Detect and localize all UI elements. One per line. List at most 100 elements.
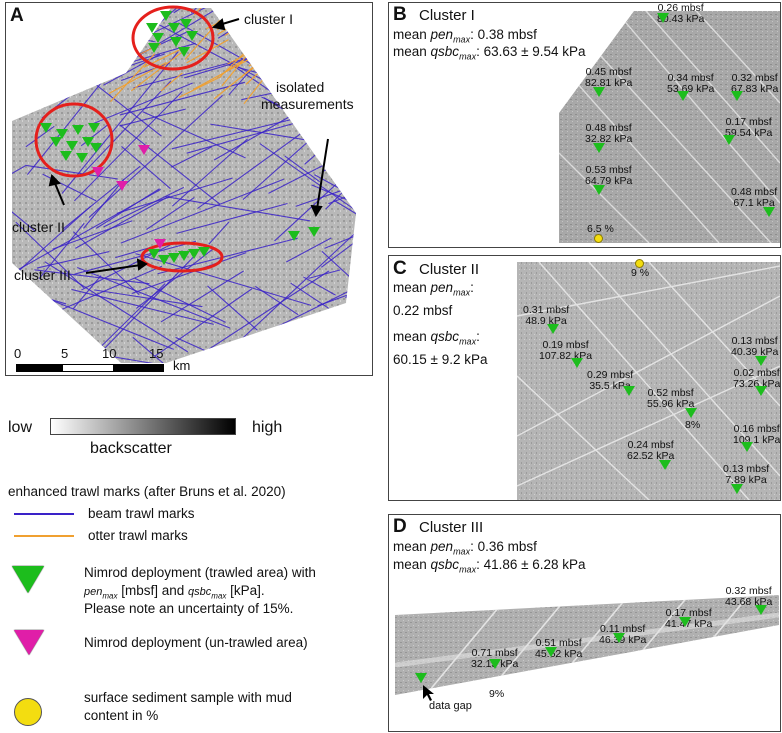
beam-trawl-line <box>72 231 140 296</box>
beam-trawl-line <box>145 8 235 38</box>
legend-yellow-circle-icon <box>14 698 42 726</box>
panel-b-letter: B <box>393 4 407 25</box>
point-qsbc: 67.1 kPa <box>733 197 775 209</box>
legend-sediment-1: surface sediment sample with mud <box>84 690 292 705</box>
scalebar: 0 5 10 15 km <box>14 346 372 374</box>
nimrod-trawled-marker <box>146 23 158 33</box>
nimrod-trawled-marker <box>489 659 501 669</box>
beam-trawl-line <box>176 202 288 234</box>
beam-trawl-line <box>131 252 247 295</box>
beam-trawl-line <box>34 269 150 285</box>
scalebar-tick-0: 0 <box>14 346 22 361</box>
nimrod-untrawled-marker <box>116 181 128 191</box>
point-qsbc: 80.43 kPa <box>657 13 705 25</box>
legend-magenta-triangle-icon <box>14 630 44 655</box>
panel-d-pen: mean penmax: 0.36 mbsf <box>393 539 537 557</box>
nimrod-trawled-marker <box>40 123 52 133</box>
nimrod-trawled-marker <box>288 231 300 241</box>
point-qsbc: 40.39 kPa <box>731 346 779 358</box>
panel-c-mud-top-label: 9 % <box>631 267 650 279</box>
beam-trawl-line <box>146 197 195 230</box>
beam-trawl-line <box>44 261 189 353</box>
beam-trawl-line <box>77 267 231 329</box>
survey-area <box>12 8 356 363</box>
nimrod-trawled-marker <box>158 255 170 265</box>
panel-c: C Cluster II mean penmax:0.22 mbsf mean … <box>388 255 781 501</box>
legend-low: low <box>8 419 33 436</box>
nimrod-trawled-marker <box>160 11 172 21</box>
nimrod-trawled-marker <box>613 633 625 643</box>
beam-trawl-line <box>119 81 246 116</box>
nimrod-trawled-marker <box>188 249 200 259</box>
otter-trawl-line <box>193 8 216 16</box>
beam-trawl-line <box>88 94 223 218</box>
nimrod-trawled-marker <box>731 484 743 494</box>
beam-trawl-line <box>79 80 172 177</box>
scalebar-unit: km <box>173 358 191 373</box>
nimrod-trawled-marker <box>66 141 78 151</box>
beam-trawl-line <box>170 146 213 168</box>
beam-trawl-line <box>38 222 85 280</box>
otter-trawl-line <box>131 52 182 92</box>
scalebar-tick-15: 15 <box>149 346 164 361</box>
nimrod-trawled-marker <box>755 386 767 396</box>
nimrod-trawled-marker <box>82 137 94 147</box>
point-pen: 0.17 mbsf <box>665 607 712 619</box>
nimrod-trawled-marker <box>755 356 767 366</box>
beam-trawl-line <box>116 177 233 214</box>
legend-nimrod-trawled-2: penmax [mbsf] and qsbcmax [kPa]. <box>84 583 265 601</box>
nimrod-trawled-marker <box>148 249 160 259</box>
beam-trawl-line <box>73 91 183 202</box>
beam-trawl-line <box>324 208 356 249</box>
beam-trawl-line <box>317 269 356 307</box>
nimrod-trawled-marker <box>90 143 102 153</box>
beam-trawl-line <box>15 221 85 289</box>
point-pen: 0.17 mbsf <box>725 116 772 128</box>
point-pen: 0.16 mbsf <box>733 423 780 435</box>
nimrod-trawled-marker <box>152 33 164 43</box>
panel-d-title: Cluster III <box>419 519 484 536</box>
beam-trawl-line <box>12 196 36 232</box>
point-qsbc: 73.26 kPa <box>733 378 781 390</box>
nimrod-trawled-marker <box>657 13 669 23</box>
panel-c-mud-sample <box>635 259 644 268</box>
cluster-ii-ring <box>34 102 114 178</box>
data-gap-label: data gap <box>429 700 472 712</box>
legend-beam-line <box>14 513 74 515</box>
panel-c-qsbc: mean qsbcmax:60.15 ± 9.2 kPa <box>393 329 488 367</box>
beam-trawl-line <box>103 53 161 86</box>
point-pen: 0.48 mbsf <box>585 122 632 134</box>
point-qsbc: 64.79 kPa <box>585 175 633 187</box>
beam-trawl-line <box>61 51 179 194</box>
cluster-iii-label: cluster III <box>14 267 71 283</box>
beam-trawl-line <box>12 165 26 183</box>
panel-c-title: Cluster II <box>419 261 480 278</box>
beam-trawl-line <box>173 8 209 14</box>
scalebar-bar <box>16 364 164 372</box>
beam-trawl-line <box>132 336 207 363</box>
nimrod-untrawled-marker <box>138 145 150 155</box>
beam-trawl-line <box>115 246 152 259</box>
otter-trawl-line <box>160 72 183 92</box>
legend-otter: otter trawl marks <box>88 528 188 543</box>
point-qsbc: 67.83 kPa <box>731 83 779 95</box>
beam-trawl-line <box>254 285 299 316</box>
panel-d-gap-marker <box>415 673 427 683</box>
nimrod-trawled-marker <box>178 47 190 57</box>
isolated-label-1: isolated <box>276 79 325 95</box>
nimrod-trawled-marker <box>723 135 735 145</box>
beam-trawl-line <box>242 139 311 200</box>
point-pen: 0.34 mbsf <box>667 72 714 84</box>
beam-trawl-line <box>259 143 356 226</box>
point-pen: 0.71 mbsf <box>471 647 518 659</box>
data-gap-cursor-icon <box>423 685 434 701</box>
